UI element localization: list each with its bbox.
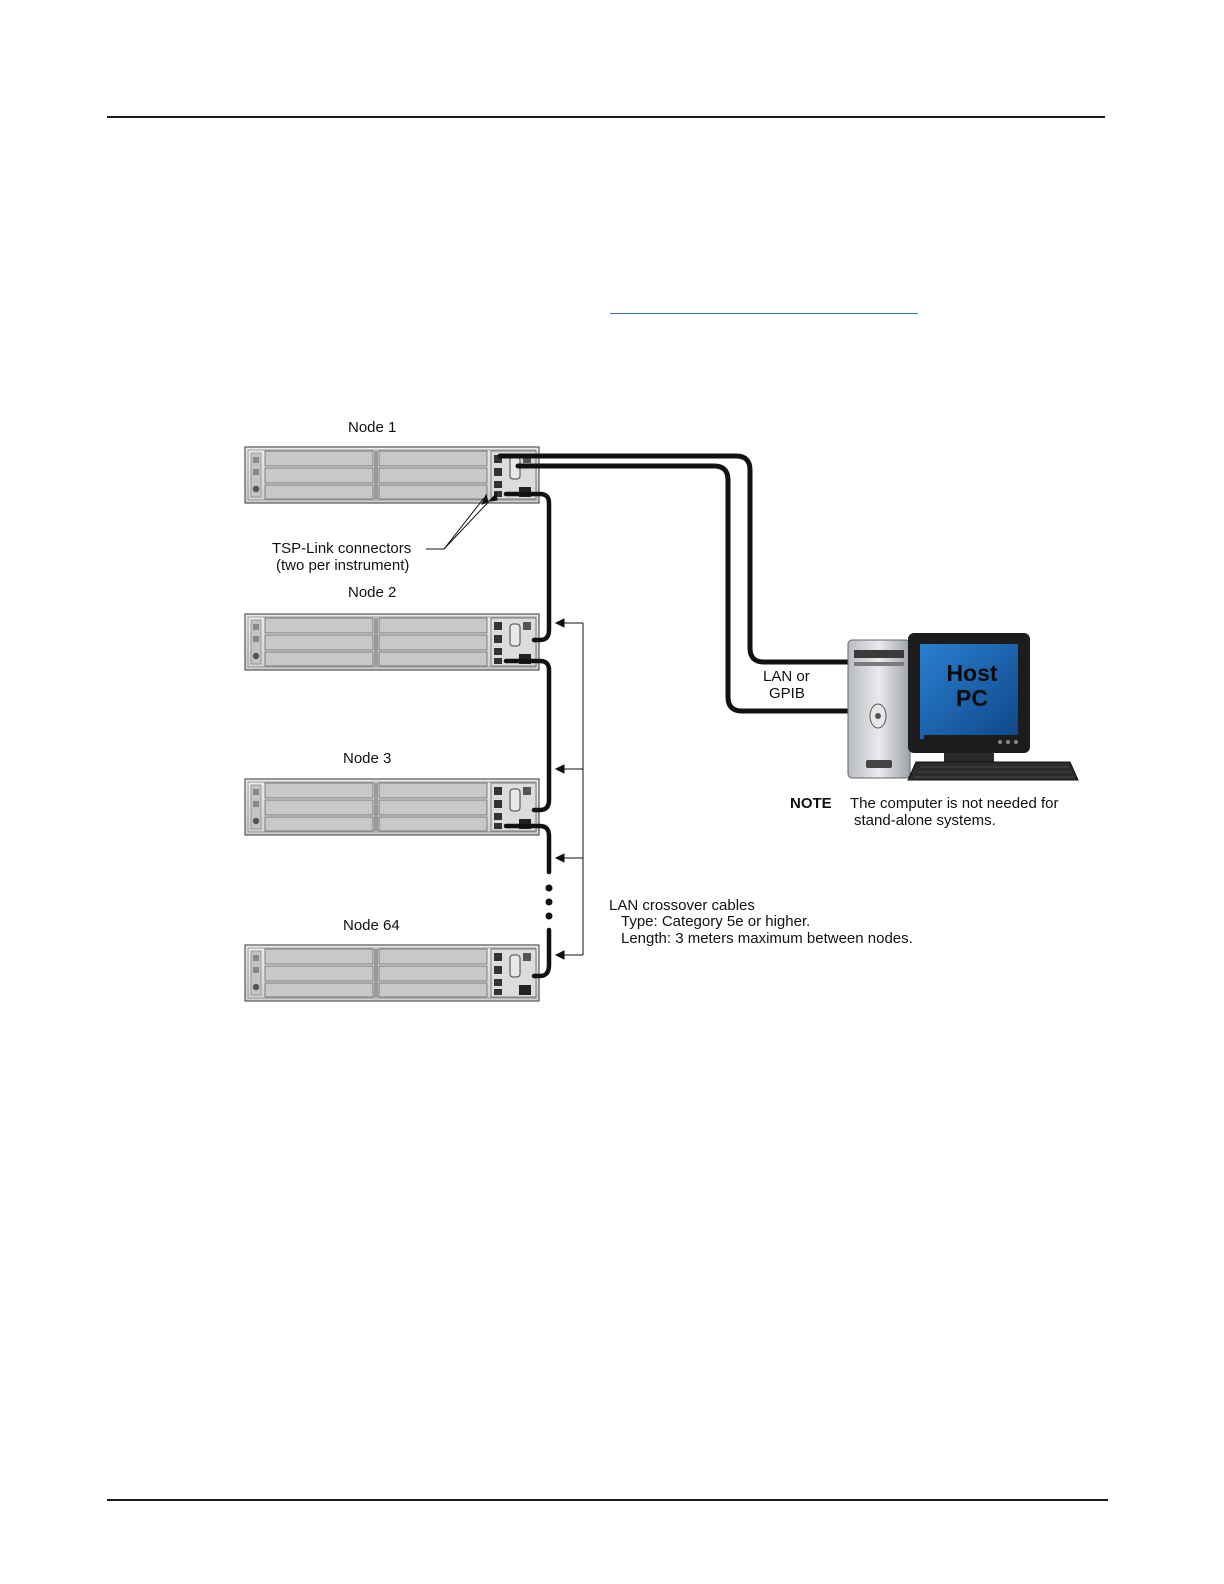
node-1-label: Node 1 [348,419,396,436]
cables-type: Type: Category 5e or higher. [621,913,810,930]
instrument-node-2 [245,614,539,670]
host-pc-label-line1: Host [946,660,997,686]
cables-title: LAN crossover cables [609,897,755,914]
node-2-label: Node 2 [348,584,396,601]
cables-length: Length: 3 meters maximum between nodes. [621,930,913,947]
host-pc: Host PC [848,633,1078,780]
tsp-link-daisy-chain [506,494,549,976]
lan-gpib-label-line2: GPIB [769,685,805,702]
tsp-link-callout-line2: (two per instrument) [276,557,409,574]
tsp-link-callout-line1: TSP-Link connectors [272,540,411,557]
instrument-node-64 [245,945,539,1001]
note-label: NOTE [790,795,832,812]
lan-gpib-label-line1: LAN or [763,668,810,685]
node-3-label: Node 3 [343,750,391,767]
ellipsis-dots [546,885,553,920]
node-64-label: Node 64 [343,917,400,934]
cable-bracket [556,619,583,959]
note-text-line1: The computer is not needed for [850,795,1058,812]
instrument-node-3 [245,779,539,835]
note-text-line2: stand-alone systems. [854,812,996,829]
host-pc-label-line2: PC [956,685,988,711]
